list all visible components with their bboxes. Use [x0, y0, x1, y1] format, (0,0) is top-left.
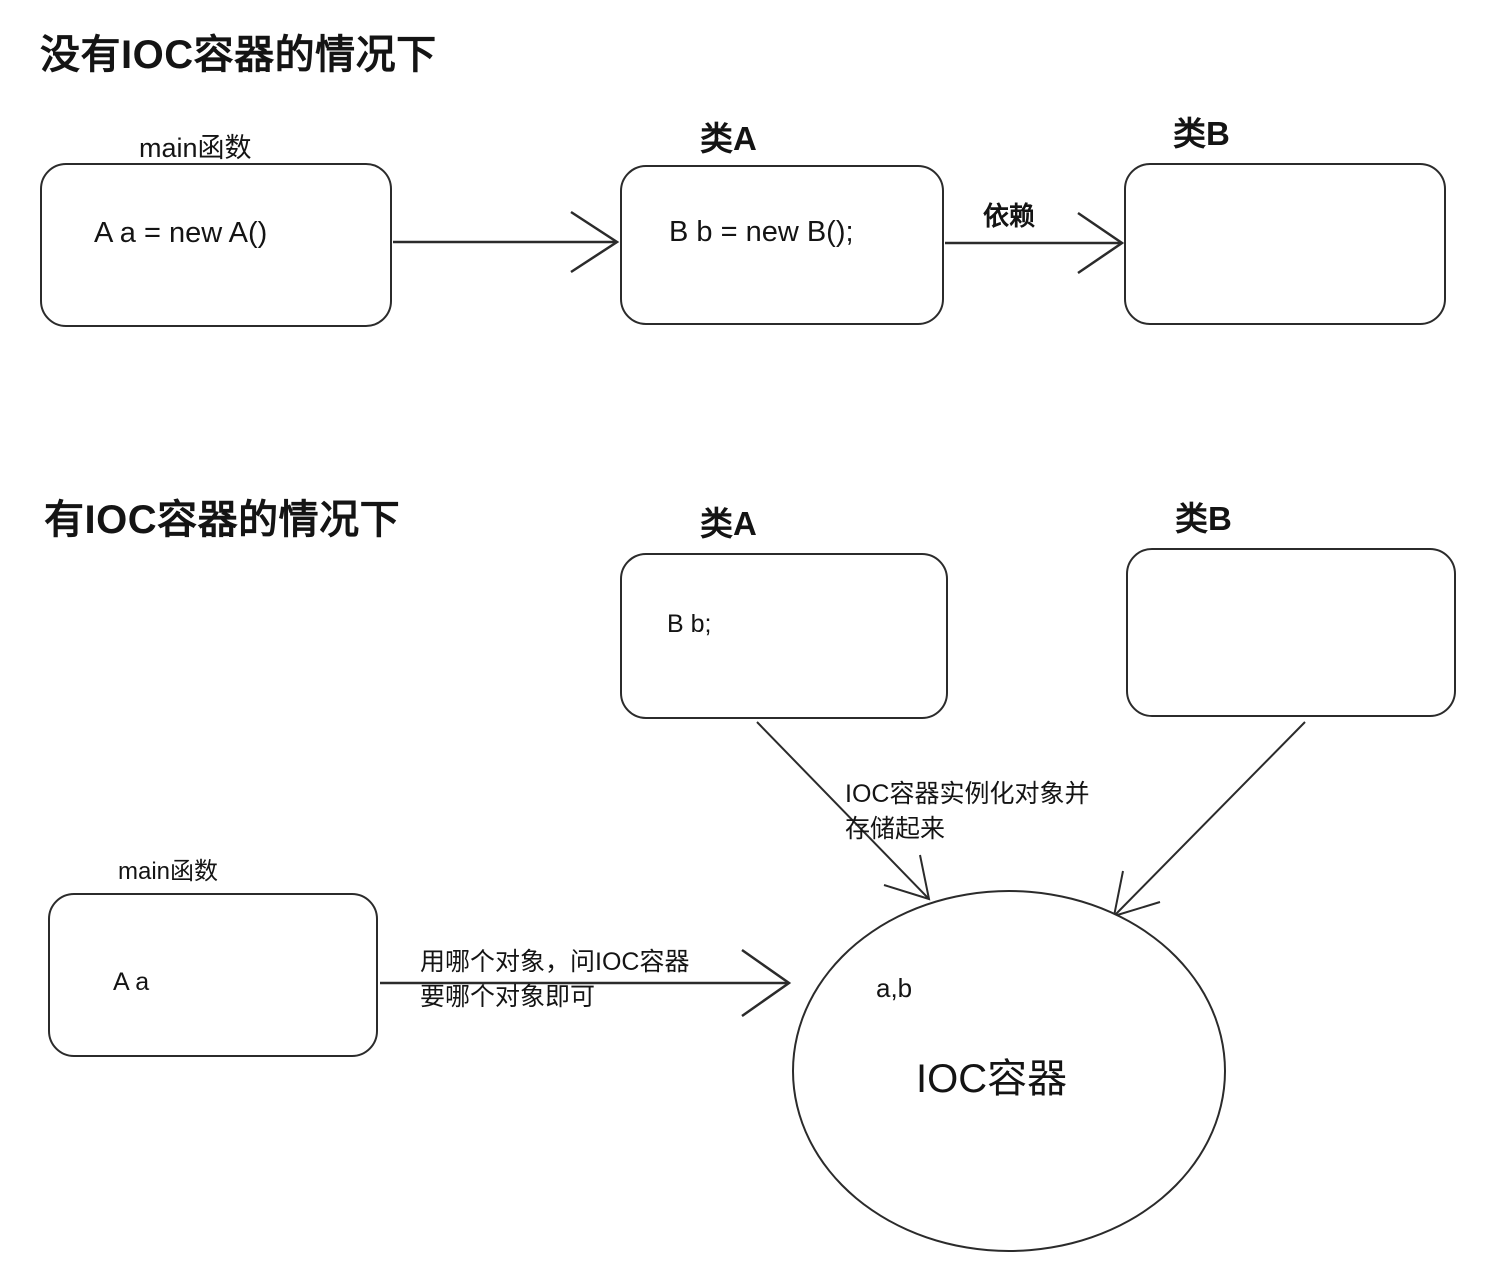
ioc-container-title: IOC容器: [916, 1057, 1068, 1101]
arrow-class-b-to-ioc: [1112, 721, 1306, 918]
node-caption-main-fn-bottom: main函数: [118, 858, 219, 885]
node-caption-main-fn-top: main函数: [139, 133, 252, 163]
node-class-b-top: [1124, 163, 1446, 325]
edge-label-ask-container-line2: 要哪个对象即可: [420, 983, 596, 1011]
node-body-class-a-bottom: B b;: [667, 610, 712, 638]
node-caption-class-a-top: 类A: [700, 120, 757, 157]
node-body-main-fn-top: A a = new A(): [94, 217, 268, 249]
section-title-without-ioc: 没有IOC容器的情况下: [40, 33, 437, 77]
node-class-a-top: B b = new B();: [620, 165, 944, 325]
ioc-container-oval: [792, 890, 1226, 1252]
edge-label-ioc-instantiate-line2: 存储起来: [845, 815, 946, 843]
node-body-main-fn-bottom: A a: [113, 968, 150, 996]
node-main-fn-top: A a = new A(): [40, 163, 392, 327]
node-main-fn-bottom: A a: [48, 893, 378, 1057]
ioc-container-stored-objects: a,b: [876, 973, 913, 1003]
node-body-class-a-top: B b = new B();: [669, 216, 854, 248]
section-title-with-ioc: 有IOC容器的情况下: [44, 498, 401, 542]
edge-label-ioc-instantiate-line1: IOC容器实例化对象并: [845, 780, 1090, 808]
node-class-b-bottom: [1126, 548, 1456, 717]
node-caption-class-a-bottom: 类A: [700, 505, 757, 542]
node-caption-class-b-top: 类B: [1173, 115, 1230, 152]
edge-label-ask-container-line1: 用哪个对象，问IOC容器: [420, 948, 690, 976]
edge-label-dependency: 依赖: [983, 201, 1036, 231]
arrow-main-to-class-a: [393, 210, 620, 274]
node-class-a-bottom: B b;: [620, 553, 948, 719]
node-caption-class-b-bottom: 类B: [1175, 500, 1232, 537]
